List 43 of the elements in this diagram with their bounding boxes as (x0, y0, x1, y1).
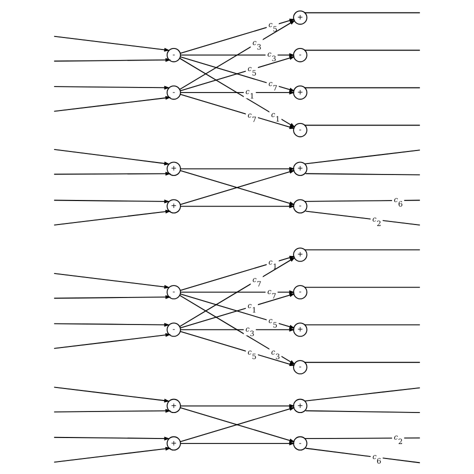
arrow (54, 408, 171, 413)
arrow (54, 210, 171, 226)
arrow (180, 328, 295, 332)
connector (304, 124, 420, 126)
arrow (180, 204, 295, 208)
arrow (180, 331, 295, 366)
arrow (179, 58, 296, 128)
connector (304, 438, 420, 440)
arrow (180, 94, 295, 129)
arrow (54, 86, 170, 90)
arrow (54, 333, 171, 349)
connector (304, 87, 420, 88)
arrow (54, 149, 170, 166)
arrow (54, 446, 171, 463)
arrow (180, 53, 295, 57)
arrow (54, 295, 171, 299)
connector (305, 173, 420, 176)
arrow (180, 442, 295, 446)
arrow (54, 322, 170, 327)
arrow (180, 407, 295, 442)
connector (304, 12, 420, 14)
arrow (180, 166, 295, 171)
arrow (54, 200, 170, 204)
connector (304, 286, 420, 288)
connector (304, 50, 420, 51)
arrow (54, 96, 171, 112)
connector (304, 362, 420, 363)
arrow (180, 290, 295, 294)
connector (304, 387, 420, 402)
arrow (54, 386, 170, 402)
connector (305, 410, 420, 414)
connector (304, 150, 420, 164)
arrow (180, 90, 295, 94)
connector (304, 200, 420, 202)
arrow (54, 172, 171, 176)
arrow (54, 436, 170, 440)
arrow (179, 294, 296, 365)
connector (304, 324, 420, 326)
arrow (54, 273, 170, 289)
arrow (54, 58, 171, 62)
connector (304, 249, 420, 250)
arrow (180, 404, 295, 408)
arrow (54, 36, 170, 52)
